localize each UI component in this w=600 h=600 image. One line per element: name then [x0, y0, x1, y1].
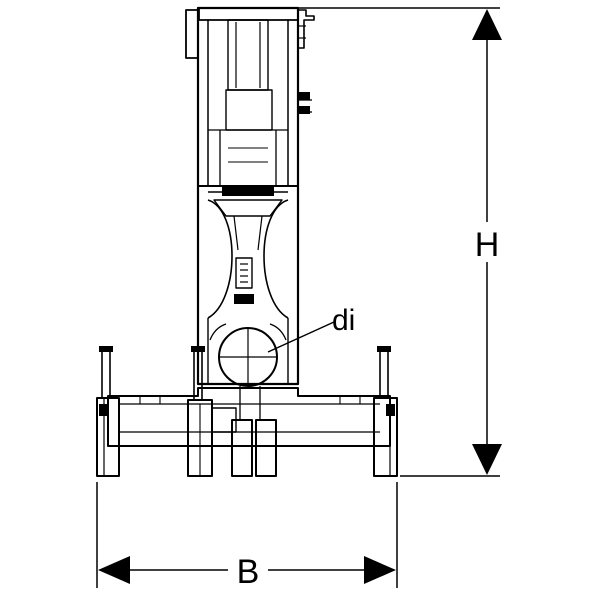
- bolt-center: [191, 346, 205, 400]
- width-dimension: B: [96, 482, 398, 591]
- height-dimension: H: [298, 7, 504, 477]
- frame-base: [96, 346, 398, 477]
- bolt-left: [99, 346, 113, 398]
- width-label: B: [237, 553, 260, 591]
- foot-left: [96, 397, 120, 477]
- frame-column: [185, 6, 315, 386]
- bolt-right: [377, 346, 391, 398]
- width-arrow-left: [98, 556, 130, 584]
- pipe-outlet: [209, 323, 287, 387]
- inner-diameter-leader: [267, 321, 335, 353]
- foot-center-right: [255, 419, 277, 477]
- height-arrow-top: [472, 9, 502, 40]
- foot-center-mid: [231, 419, 253, 477]
- height-label: H: [475, 226, 500, 264]
- height-arrow-bottom: [472, 444, 502, 475]
- width-arrow-right: [364, 556, 396, 584]
- foot-right: [373, 397, 398, 477]
- inner-diameter-callout: di: [267, 304, 355, 353]
- inner-diameter-label: di: [332, 304, 355, 337]
